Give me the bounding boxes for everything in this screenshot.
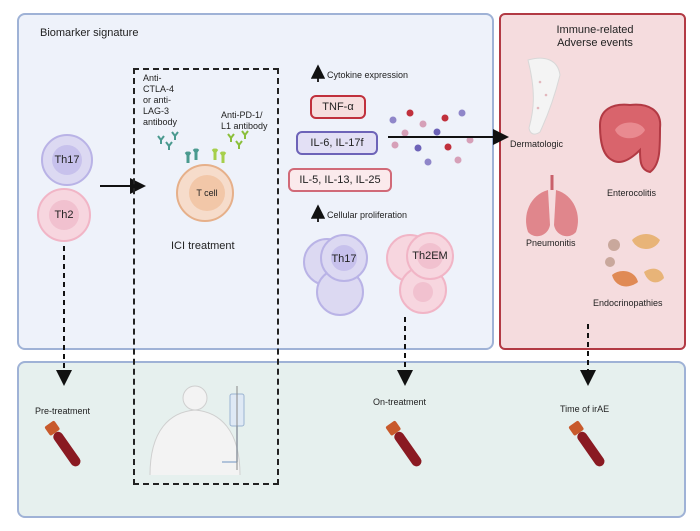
th17-label-left: Th17 [54, 154, 80, 166]
intestine-illustration [598, 103, 662, 174]
ctla4-label-2: CTLA-4 [143, 84, 175, 94]
pneumonitis-label: Pneumonitis [526, 238, 576, 248]
th2em-cluster [386, 232, 454, 314]
timeline-panel [17, 361, 686, 518]
anti-pd1-antibodies [227, 130, 249, 149]
blood-tube-pre [44, 421, 81, 467]
tnf-alpha-pill: TNF-α [310, 95, 366, 119]
th2-cell-left [37, 188, 91, 242]
ctla4-label-4: LAG-3 [143, 106, 170, 116]
anti-ctla4-antibodies [157, 131, 179, 150]
endocrinopathies-label: Endocrinopathies [593, 298, 663, 308]
ae-title-line1: Immune-related [556, 24, 634, 36]
cellular-proliferation-label: Cellular proliferation [327, 210, 408, 220]
dermatologic-label: Dermatologic [510, 139, 564, 149]
t-cell-label: T cell [196, 188, 218, 198]
pre-treatment-label: Pre-treatment [35, 406, 91, 416]
th2-label-left: Th2 [54, 209, 74, 221]
il6-il17f-pill: IL-6, IL-17f [296, 131, 378, 155]
il5-il13-il25-pill: IL-5, IL-13, IL-25 [288, 168, 392, 192]
ctla4-label-3: or anti- [143, 95, 172, 105]
ici-treatment-label: ICI treatment [171, 240, 235, 252]
ctla4-label-5: antibody [143, 117, 178, 127]
blood-tube-on [385, 421, 422, 467]
th17-cell-left [41, 134, 93, 186]
pd1-label-1: Anti-PD-1/ [221, 110, 263, 120]
dermatologic-arm-illustration [527, 57, 561, 135]
biomarker-title: Biomarker signature [40, 27, 139, 39]
enterocolitis-label: Enterocolitis [607, 188, 657, 198]
ae-title-line2: Adverse events [557, 37, 633, 49]
th17-label-right: Th17 [331, 253, 357, 265]
lungs-illustration [526, 175, 578, 237]
endocrine-glands-illustration [605, 234, 664, 287]
ici-treatment-box [133, 68, 279, 485]
th17-cluster [303, 234, 368, 316]
th2em-label-right: Th2EM [412, 250, 448, 262]
cytokine-particles [389, 109, 474, 166]
t-cell [176, 148, 234, 222]
on-treatment-label: On-treatment [373, 397, 427, 407]
blood-tube-irae [568, 421, 605, 467]
pd1-label-2: L1 antibody [221, 121, 268, 131]
cytokine-expression-label: Cytokine expression [327, 70, 409, 80]
patient-iv-illustration [149, 385, 245, 476]
time-of-irae-label: Time of irAE [560, 404, 610, 414]
ctla4-label-1: Anti- [143, 73, 162, 83]
